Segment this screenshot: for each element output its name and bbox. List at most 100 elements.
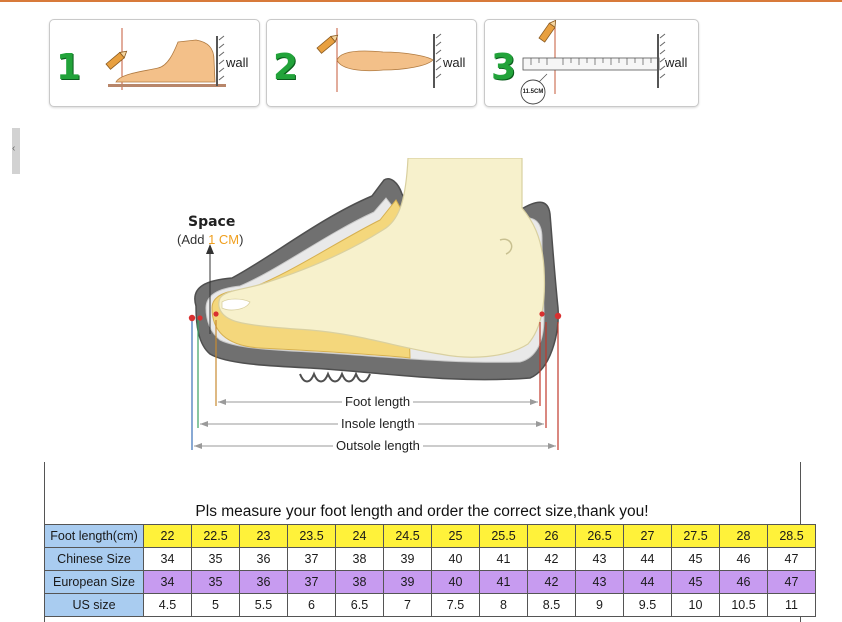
size-cell: 41: [479, 547, 528, 571]
size-cell: 46: [719, 547, 768, 571]
space-note-prefix: (Add: [177, 232, 209, 247]
size-cell: 8.5: [527, 593, 576, 617]
space-title: Space: [188, 214, 236, 230]
size-cell: 37: [287, 570, 336, 594]
step-number: 1: [56, 47, 82, 88]
size-cell: 46: [719, 570, 768, 594]
size-cell: 45: [671, 547, 720, 571]
size-cell: 27.5: [671, 524, 720, 548]
size-cell: 7.5: [431, 593, 480, 617]
step-2-panel: 2 wall: [266, 19, 477, 107]
foot-side-shape: [115, 39, 216, 83]
measure-point-marker: [213, 311, 219, 317]
size-cell: 43: [575, 547, 624, 571]
size-cell: 35: [191, 547, 240, 571]
size-table-caption: Pls measure your foot length and order t…: [195, 503, 649, 520]
size-cell: 6.5: [335, 593, 384, 617]
size-cell: 40: [431, 547, 480, 571]
step-2-illustration: [316, 28, 442, 92]
size-cell: 6: [287, 593, 336, 617]
size-cell: 5: [191, 593, 240, 617]
toenail-shape: [221, 298, 251, 311]
size-cell: 34: [143, 547, 192, 571]
size-cell: 23.5: [287, 524, 336, 548]
size-cell: 41: [479, 570, 528, 594]
size-cell: 7: [383, 593, 432, 617]
foot-length-label: Foot length: [342, 394, 414, 409]
top-accent-line: [0, 0, 842, 2]
row-header-cell: US size: [44, 593, 144, 617]
size-cell: 39: [383, 547, 432, 571]
size-cell: 27: [623, 524, 672, 548]
ruler: [522, 57, 660, 71]
measure-point-marker: [197, 315, 203, 321]
step-1-illustration: [105, 28, 226, 90]
size-cell: 9: [575, 593, 624, 617]
foot-in-shoe-diagram: [188, 158, 562, 450]
size-cell: 10: [671, 593, 720, 617]
size-cell: 45: [671, 570, 720, 594]
size-cell: 5.5: [239, 593, 288, 617]
measurement-badge: [520, 79, 546, 105]
wall-line: [216, 36, 218, 86]
side-scroll-marker: ‹: [12, 128, 20, 174]
pencil-icon: [105, 50, 128, 70]
size-cell: 10.5: [719, 593, 768, 617]
step-1-panel: 1 wall: [49, 19, 260, 107]
pencil-icon: [538, 20, 557, 43]
sole-tread: [299, 371, 371, 383]
size-cell: 39: [383, 570, 432, 594]
size-cell: 40: [431, 570, 480, 594]
size-cell: 9.5: [623, 593, 672, 617]
size-cell: 22.5: [191, 524, 240, 548]
size-cell: 37: [287, 547, 336, 571]
measure-point-marker: [188, 314, 196, 322]
insole-length-label: Insole length: [338, 416, 418, 431]
measure-point-marker: [539, 311, 545, 317]
step-number: 3: [491, 47, 517, 88]
size-cell: 34: [143, 570, 192, 594]
size-cell: 35: [191, 570, 240, 594]
size-cell: 28.5: [767, 524, 816, 548]
size-cell: 22: [143, 524, 192, 548]
outsole-length-label: Outsole length: [333, 438, 423, 453]
step-number: 2: [273, 47, 299, 88]
row-header-cell: Foot length(cm): [44, 524, 144, 548]
size-cell: 36: [239, 547, 288, 571]
floor-line: [108, 84, 226, 87]
size-cell: 23: [239, 524, 288, 548]
size-cell: 24: [335, 524, 384, 548]
size-cell: 8: [479, 593, 528, 617]
row-header-cell: Chinese Size: [44, 547, 144, 571]
wall-label: wall: [226, 55, 249, 70]
step-3-illustration: [520, 20, 666, 105]
size-cell: 26.5: [575, 524, 624, 548]
size-cell: 25.5: [479, 524, 528, 548]
wall-label: wall: [443, 55, 466, 70]
size-cell: 42: [527, 570, 576, 594]
size-cell: 26: [527, 524, 576, 548]
step-3-panel: 3 11.5CM wall: [484, 19, 699, 107]
size-cell: 4.5: [143, 593, 192, 617]
size-cell: 36: [239, 570, 288, 594]
size-cell: 11: [767, 593, 816, 617]
size-cell: 24.5: [383, 524, 432, 548]
measure-point-marker: [554, 312, 562, 320]
size-cell: 28: [719, 524, 768, 548]
size-cell: 25: [431, 524, 480, 548]
wall-label: wall: [665, 55, 688, 70]
size-cell: 44: [623, 547, 672, 571]
wall-line: [657, 34, 659, 88]
foot-shape: [218, 158, 546, 358]
space-note: (Add 1 CM): [177, 232, 243, 247]
wall-line: [433, 34, 435, 88]
size-cell: 38: [335, 547, 384, 571]
size-cell: 43: [575, 570, 624, 594]
foot-top-shape: [336, 50, 434, 72]
space-note-value: 1 CM: [208, 232, 240, 247]
